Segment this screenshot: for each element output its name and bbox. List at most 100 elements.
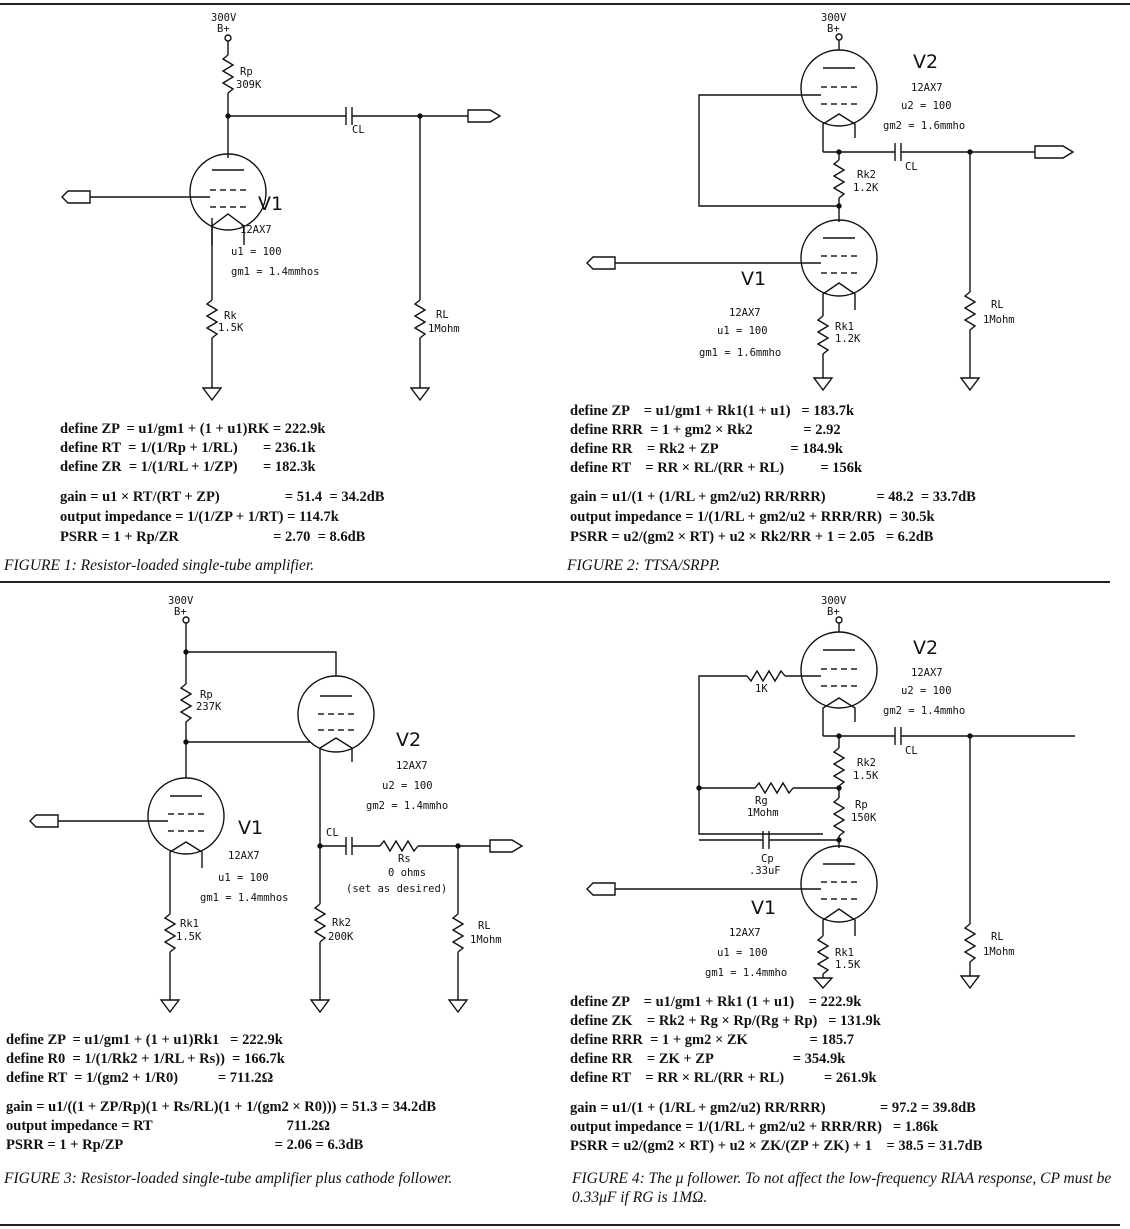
equation: define ZP = u1/gm1 + Rk1 (1 + u1) = 222.…	[570, 994, 862, 1010]
resistor-rs	[379, 839, 419, 853]
rp-label: Rp	[855, 799, 868, 811]
tube-v1-label: V1	[238, 817, 263, 839]
figure-2: 300V B+ V2 12AX7 u2 = 100 gm2 = 1.6mmho …	[565, 0, 1130, 580]
resistor-rl	[451, 913, 465, 953]
equation: output impedance = 1/(1/RL + gm2/u2 + RR…	[570, 1119, 939, 1135]
rl-value: 1Mohm	[428, 323, 460, 335]
rs-label: Rs	[398, 853, 411, 865]
rk2-value: 200K	[328, 931, 354, 943]
tube-model: 12AX7	[240, 224, 272, 236]
rk2-label: Rk2	[332, 917, 351, 929]
tube-v2-mu: u2 = 100	[901, 685, 952, 697]
tube-v2-gm: gm2 = 1.6mmho	[883, 120, 965, 132]
resistor-rk2	[313, 903, 327, 943]
rs-value: 0 ohms	[388, 867, 426, 879]
equation: define RT = RR × RL/(RR + RL) = 261.9k	[570, 1070, 877, 1086]
equation: gain = u1 × RT/(RT + ZP) = 51.4 = 34.2dB	[60, 489, 385, 505]
tube-v1-mu: u1 = 100	[218, 872, 269, 884]
equation: gain = u1/(1 + (1/RL + gm2/u2) RR/RRR) =…	[570, 489, 976, 505]
cl-label: CL	[905, 161, 918, 173]
resistor-rl	[963, 923, 977, 963]
supply-voltage-label: 300V	[211, 12, 237, 24]
rk1-value: 1.5K	[176, 931, 202, 943]
tube-v1-label: V1	[751, 897, 776, 919]
resistor-rp	[221, 54, 235, 94]
supply-voltage-label: 300V	[821, 12, 847, 24]
figure-caption: FIGURE 4: The μ follower. To not affect …	[572, 1170, 1112, 1206]
rk-label: Rk	[224, 310, 237, 322]
tube-mu: u1 = 100	[231, 246, 282, 258]
rl-label: RL	[991, 931, 1004, 943]
resistor-1k	[746, 669, 786, 683]
equation: define ZP = u1/gm1 + Rk1(1 + u1) = 183.7…	[570, 403, 855, 419]
tube-v2-model: 12AX7	[911, 82, 943, 94]
cp-label: Cp	[761, 853, 774, 865]
tube-gm: gm1 = 1.4mmhos	[231, 266, 320, 278]
tube-v1	[189, 153, 267, 231]
tube-v2	[800, 49, 878, 127]
resistor-rk2	[832, 159, 846, 199]
equation: define RRR = 1 + gm2 × Rk2 = 2.92	[570, 422, 841, 438]
tube-v1	[147, 777, 225, 855]
equation: PSRR = u2/(gm2 × RT) + u2 × Rk2/RR + 1 =…	[570, 529, 934, 545]
equation: define RR = Rk2 + ZP = 184.9k	[570, 441, 843, 457]
output-terminal	[489, 839, 524, 853]
figure-3: 300V B+ Rp 237K V2 12AX7 u2 = 100 gm2 = …	[0, 584, 565, 1224]
tube-v1-model: 12AX7	[729, 927, 761, 939]
bplus-label: B+	[827, 23, 840, 35]
resistor-rp	[832, 797, 846, 837]
figure-caption: FIGURE 3: Resistor-loaded single-tube am…	[4, 1170, 453, 1187]
tube-v1-model: 12AX7	[729, 307, 761, 319]
middle-rule	[0, 581, 1110, 583]
figure-1: 300V B+ Rp 309K CL V1 12AX7 u1 = 100 gm1…	[0, 0, 565, 580]
rl-value: 1Mohm	[983, 946, 1015, 958]
input-terminal	[29, 814, 59, 828]
tube-v1	[800, 219, 878, 297]
output-terminal	[1034, 145, 1075, 159]
rp-value: 309K	[236, 79, 262, 91]
tube-v1-gm: gm1 = 1.4mmho	[705, 967, 787, 979]
rk1-label: Rk1	[835, 947, 854, 959]
equation: define R0 = 1/(1/Rk2 + 1/RL + Rs)) = 166…	[6, 1051, 285, 1067]
equation: define ZK = Rk2 + Rg × Rp/(Rg + Rp) = 13…	[570, 1013, 881, 1029]
rg-value: 1Mohm	[747, 807, 779, 819]
resistor-rg	[754, 781, 794, 795]
rl-value: 1Mohm	[983, 314, 1015, 326]
tube-v2-label: V2	[396, 729, 421, 751]
output-terminal	[467, 109, 502, 123]
rk2-label: Rk2	[857, 169, 876, 181]
tube-v2-label: V2	[913, 637, 938, 659]
equation: define ZP = u1/gm1 + (1 + u1)RK = 222.9k	[60, 421, 326, 437]
ground-symbol	[959, 975, 981, 990]
equation: output impedance = 1/(1/RL + gm2/u2 + RR…	[570, 509, 935, 525]
rk2-value: 1.5K	[853, 770, 879, 782]
rk1-label: Rk1	[180, 918, 199, 930]
figure-caption: FIGURE 2: TTSA/SRPP.	[567, 557, 721, 574]
rk1-value: 1.2K	[835, 333, 861, 345]
tube-v1	[800, 845, 878, 923]
bplus-terminal	[224, 34, 232, 42]
tube-v2	[800, 631, 878, 709]
equation: define ZR = 1/(1/RL + 1/ZP) = 182.3k	[60, 459, 316, 475]
tube-v2-model: 12AX7	[396, 760, 428, 772]
equation: PSRR = u2/(gm2 × RT) + u2 × ZK/(ZP + ZK)…	[570, 1138, 983, 1154]
r1k-label: 1K	[755, 683, 768, 695]
rp-label: Rp	[240, 66, 253, 78]
ground-symbol	[201, 387, 223, 402]
resistor-rl	[413, 299, 427, 339]
tube-v2	[297, 675, 375, 753]
equation: gain = u1/(1 + (1/RL + gm2/u2) RR/RRR) =…	[570, 1100, 976, 1116]
rl-label: RL	[991, 299, 1004, 311]
tube-v1-mu: u1 = 100	[717, 947, 768, 959]
equation: output impedance = 1/(1/ZP + 1/RT) = 114…	[60, 509, 339, 525]
rp-label: Rp	[200, 689, 213, 701]
rk-value: 1.5K	[218, 322, 244, 334]
tube-v1-label: V1	[258, 193, 283, 215]
input-terminal	[586, 882, 616, 896]
ground-symbol	[959, 377, 981, 392]
equation: PSRR = 1 + Rp/ZP = 2.06 = 6.3dB	[6, 1137, 364, 1153]
figure-3-schematic: 300V B+ Rp 237K V2 12AX7 u2 = 100 gm2 = …	[29, 595, 524, 1014]
resistor-rp	[179, 683, 193, 723]
bottom-rule	[0, 1224, 1120, 1226]
supply-voltage-label: 300V	[168, 595, 194, 607]
